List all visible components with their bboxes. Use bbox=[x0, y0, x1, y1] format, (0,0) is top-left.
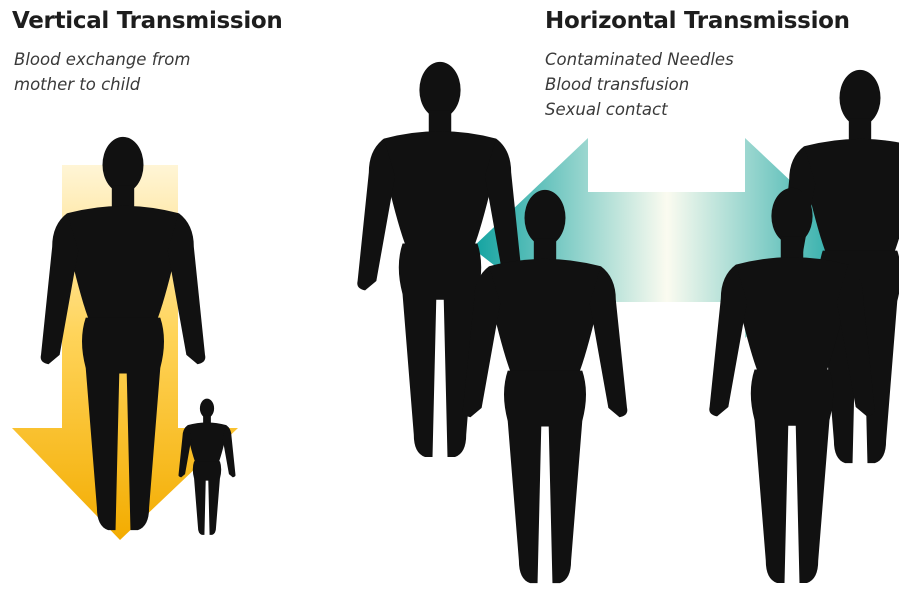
vertical-description-line: Blood exchange from bbox=[14, 47, 190, 72]
route-item: Sexual contact bbox=[545, 97, 734, 122]
horizontal-title: Horizontal Transmission bbox=[545, 8, 850, 34]
vertical-transmission-group bbox=[12, 137, 238, 540]
horizontal-transmission-group bbox=[357, 62, 899, 583]
vertical-description-line: mother to child bbox=[14, 72, 190, 97]
horizontal-routes: Contaminated Needles Blood transfusion S… bbox=[545, 47, 734, 122]
vertical-title: Vertical Transmission bbox=[12, 8, 283, 34]
vertical-description: Blood exchange from mother to child bbox=[14, 47, 190, 97]
route-item: Contaminated Needles bbox=[545, 47, 734, 72]
route-item: Blood transfusion bbox=[545, 72, 734, 97]
